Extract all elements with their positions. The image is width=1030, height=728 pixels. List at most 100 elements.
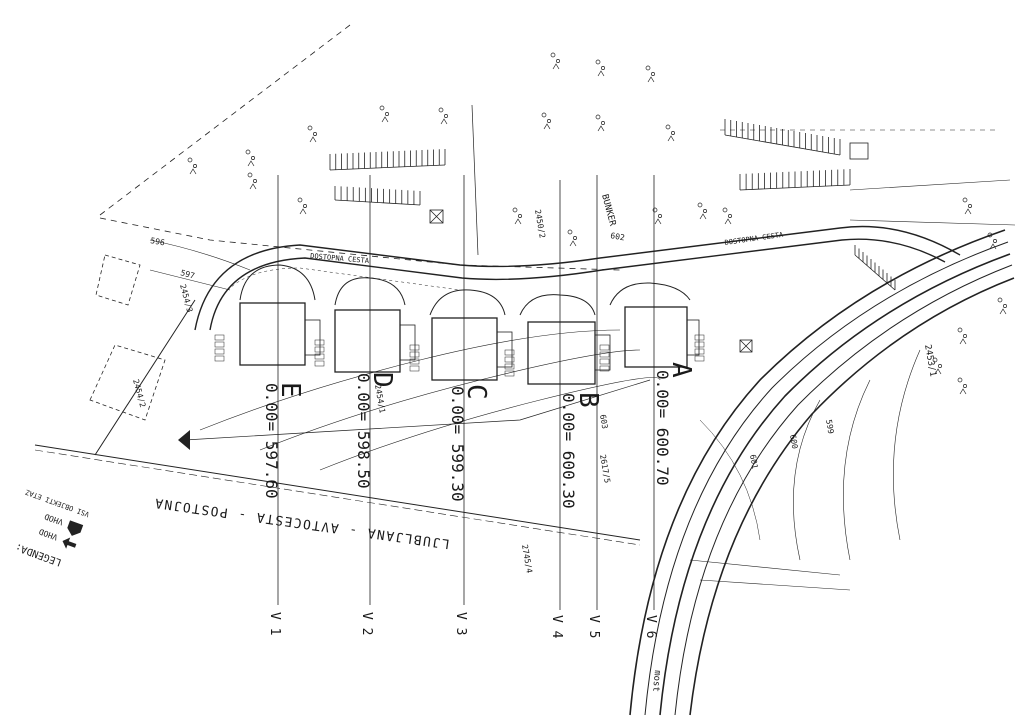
- building-level-a: 0.00= 600.70: [653, 370, 672, 486]
- parking-space: [599, 351, 610, 358]
- tree-icon: [253, 179, 257, 183]
- parcel-label: 2745/4: [520, 544, 534, 574]
- parcel-label: 2617/5: [598, 454, 612, 484]
- tree-icon: [703, 209, 707, 213]
- tree-icon: [728, 214, 732, 218]
- parking-space: [694, 334, 705, 341]
- tree-icon: [547, 119, 551, 123]
- parking-space: [599, 344, 610, 351]
- parcel-label: 2450/2: [533, 209, 547, 239]
- tree-icon: [518, 214, 522, 218]
- tree-icon: [932, 357, 938, 363]
- plot-boundary: [34, 24, 1016, 546]
- contour-label: 603: [598, 414, 609, 430]
- slope-hatching: [329, 119, 896, 291]
- hatch-base: [329, 164, 446, 171]
- section-lines: [277, 104, 655, 610]
- access-road-label: DOSTOPNA CESTA: [724, 231, 784, 247]
- building-level-c: 0.00= 599.30: [448, 386, 467, 502]
- building-label-b: B: [573, 392, 603, 408]
- tree-symbols: [187, 52, 1007, 395]
- section-label-v1: V 1: [267, 612, 282, 635]
- parking-space: [694, 341, 705, 348]
- tree-icon: [438, 107, 444, 113]
- shrub-icon: [309, 136, 317, 143]
- parcel-label: 2454/2: [131, 378, 147, 408]
- tree-icon: [697, 202, 703, 208]
- parking-space: [504, 363, 515, 370]
- parking-space: [504, 356, 515, 363]
- contour-label: 599: [824, 419, 835, 435]
- shrub-icon: [959, 338, 967, 345]
- parking-space: [214, 334, 225, 341]
- tree-icon: [957, 327, 963, 333]
- contour-lines: [149, 239, 921, 561]
- tree-icon: [187, 157, 193, 163]
- building-level-b: 0.00= 600.30: [559, 393, 578, 509]
- tree-icon: [658, 214, 662, 218]
- tree-icon: [550, 52, 556, 58]
- shrub-icon: [934, 368, 942, 375]
- building-label-a: A: [666, 362, 696, 378]
- parking-space: [314, 346, 325, 353]
- access-road-label-2: DOSTOPNA CESTA: [310, 252, 370, 265]
- section-label-v5: V 5: [586, 615, 601, 638]
- parking-space: [409, 344, 420, 351]
- tree-icon: [313, 132, 317, 136]
- contour-label: 597: [179, 268, 195, 280]
- parking-space: [694, 348, 705, 355]
- tree-icon: [938, 364, 942, 368]
- shrub-icon: [724, 218, 732, 225]
- driveway-loops: [239, 264, 691, 316]
- shrub-icon: [999, 308, 1007, 315]
- shrub-icon: [597, 125, 605, 132]
- legend-item: VHOD: [43, 512, 64, 527]
- legend-title: LEGENDA:: [14, 541, 63, 568]
- bunker-label: BUNKER: [599, 193, 617, 228]
- tree-icon: [512, 207, 518, 213]
- buildings: [239, 302, 700, 385]
- parking-space: [409, 358, 420, 365]
- tree-icon: [247, 172, 253, 178]
- shrub-icon: [514, 218, 522, 225]
- hatch-base: [739, 184, 851, 191]
- section-label-v3: V 3: [453, 612, 468, 635]
- legend-item: VSI OBJEKTI ETAZ: [24, 488, 90, 519]
- shrub-icon: [699, 213, 707, 220]
- shrub-icon: [247, 160, 255, 167]
- tree-icon: [665, 124, 671, 130]
- section-label-v4: V 4: [549, 615, 564, 639]
- parking-space: [504, 349, 515, 356]
- shrub-icon: [249, 183, 257, 190]
- shrub-icon: [189, 168, 197, 175]
- parking-space: [214, 341, 225, 348]
- site-details: [178, 142, 869, 450]
- shrub-icon: [959, 388, 967, 395]
- parking-space: [504, 370, 515, 377]
- building-label-c: C: [461, 384, 491, 400]
- building-label-e: E: [275, 382, 305, 398]
- tree-icon: [541, 112, 547, 118]
- motorway: [629, 229, 1015, 716]
- tree-icon: [963, 334, 967, 338]
- contour-label: 596: [150, 236, 166, 247]
- labels: E 0.00= 597.60 D 0.00= 598.50 C 0.00= 59…: [131, 193, 937, 692]
- shrub-icon: [647, 76, 655, 83]
- hatch-base: [854, 254, 896, 291]
- tree-icon: [968, 204, 972, 208]
- tree-icon: [385, 112, 389, 116]
- tree-icon: [997, 297, 1003, 303]
- parking-markers: [214, 334, 705, 377]
- tree-icon: [671, 131, 675, 135]
- tree-icon: [722, 207, 728, 213]
- shrub-icon: [381, 116, 389, 123]
- tree-icon: [957, 377, 963, 383]
- section-label-v2: V 2: [359, 612, 374, 635]
- hatch-base: [334, 199, 421, 206]
- section-label-v6: V 6: [643, 615, 658, 638]
- tree-icon: [245, 149, 251, 155]
- tree-icon: [595, 114, 601, 120]
- parking-space: [314, 339, 325, 346]
- tree-icon: [303, 204, 307, 208]
- tree-icon: [307, 125, 313, 131]
